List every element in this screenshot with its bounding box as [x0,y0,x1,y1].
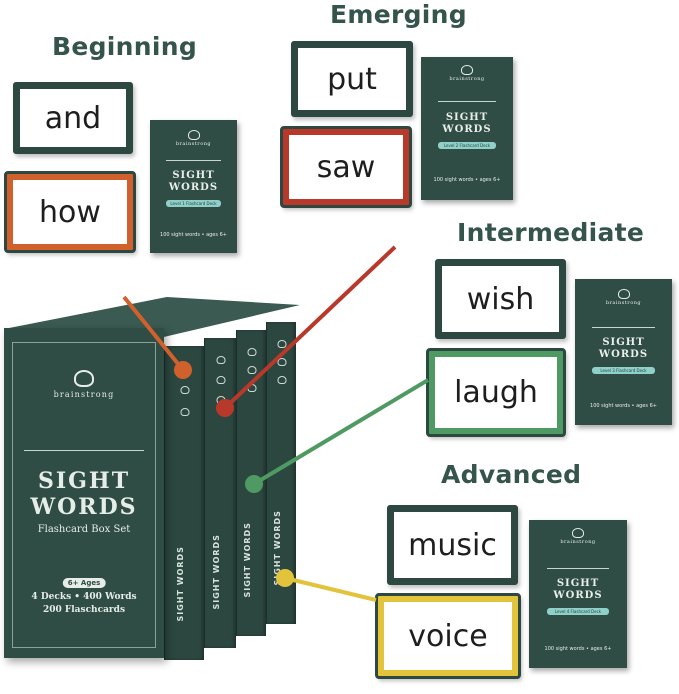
level-1-deck: brainstrong SIGHT WORDS Level 1 Flashcar… [150,120,237,253]
marker-beginning [174,361,192,379]
box-contents-line2: 200 Flaschcards [42,605,126,615]
connector-emerging [223,245,397,410]
word-card-how: how [4,171,136,253]
emerging-heading: Emerging [330,0,467,29]
deck-brand: brainstrong [449,76,485,82]
brain-logo-icon [572,528,584,538]
deck-title-line1: SIGHT [172,170,215,181]
deck-brand: brainstrong [560,539,596,545]
spine-level-1: SIGHT WORDS [164,346,204,660]
deck-title-line1: SIGHT [556,578,600,589]
deck-title-line2: WORDS [553,590,603,601]
deck-brand: brainstrong [605,300,642,306]
intermediate-heading: Intermediate [457,218,645,247]
word-card-and: and [13,82,133,154]
advanced-heading: Advanced [441,460,582,489]
box-contents-line1: 4 Decks • 400 Words [31,592,137,602]
deck-title-line1: SIGHT [445,112,489,123]
brain-logo-icon [617,289,630,299]
deck-level-pill: Level 4 Flashcard Deck [546,608,610,615]
brain-logo-icon [74,370,94,387]
marker-intermediate [245,475,263,493]
brain-logo-icon [461,65,473,75]
marker-advanced [276,569,294,587]
box-title-line2: WORDS [30,494,138,520]
deck-title-line2: WORDS [442,124,492,135]
box-subtitle: Flashcard Box Set [37,524,131,535]
level-4-deck: brainstrong SIGHT WORDS Level 4 Flashcar… [529,520,627,668]
level-3-deck: brainstrong SIGHT WORDS Level 3 Flashcar… [575,279,672,425]
connector-beginning [122,295,185,372]
ages-badge: 6+ Ages [62,578,106,588]
word-card-voice: voice [375,593,521,679]
deck-footer: 100 sight words • ages 6+ [590,403,657,409]
word-card-saw: saw [280,126,412,208]
deck-footer: 100 sight words • ages 6+ [544,646,612,652]
word-card-wish: wish [435,259,566,339]
beginning-heading: Beginning [52,32,198,61]
spine-level-2: SIGHT WORDS [204,338,236,648]
box-brand: brainstrong [53,390,115,399]
deck-title-line2: WORDS [598,349,649,360]
box-set-front: brainstrong SIGHT WORDS Flashcard Box Se… [4,328,164,658]
deck-level-pill: Level 3 Flashcard Deck [592,367,655,374]
level-2-deck: brainstrong SIGHT WORDS Level 2 Flashcar… [421,57,513,200]
deck-level-pill: Level 2 Flashcard Deck [437,142,497,149]
word-card-put: put [291,41,413,117]
connector-advanced [284,576,377,602]
deck-footer: 100 sight words • ages 6+ [160,232,227,238]
deck-level-pill: Level 1 Flashcard Deck [165,200,222,207]
deck-title-line1: SIGHT [602,337,645,348]
deck-brand: brainstrong [175,141,212,147]
word-card-music: music [387,505,518,585]
deck-footer: 100 sight words • ages 6+ [433,177,501,183]
connector-intermediate [252,378,430,486]
deck-title-line2: WORDS [168,182,219,193]
word-card-laugh: laugh [426,348,566,437]
brain-logo-icon [187,130,200,140]
marker-emerging [216,399,234,417]
box-title-line1: SIGHT [37,468,131,494]
